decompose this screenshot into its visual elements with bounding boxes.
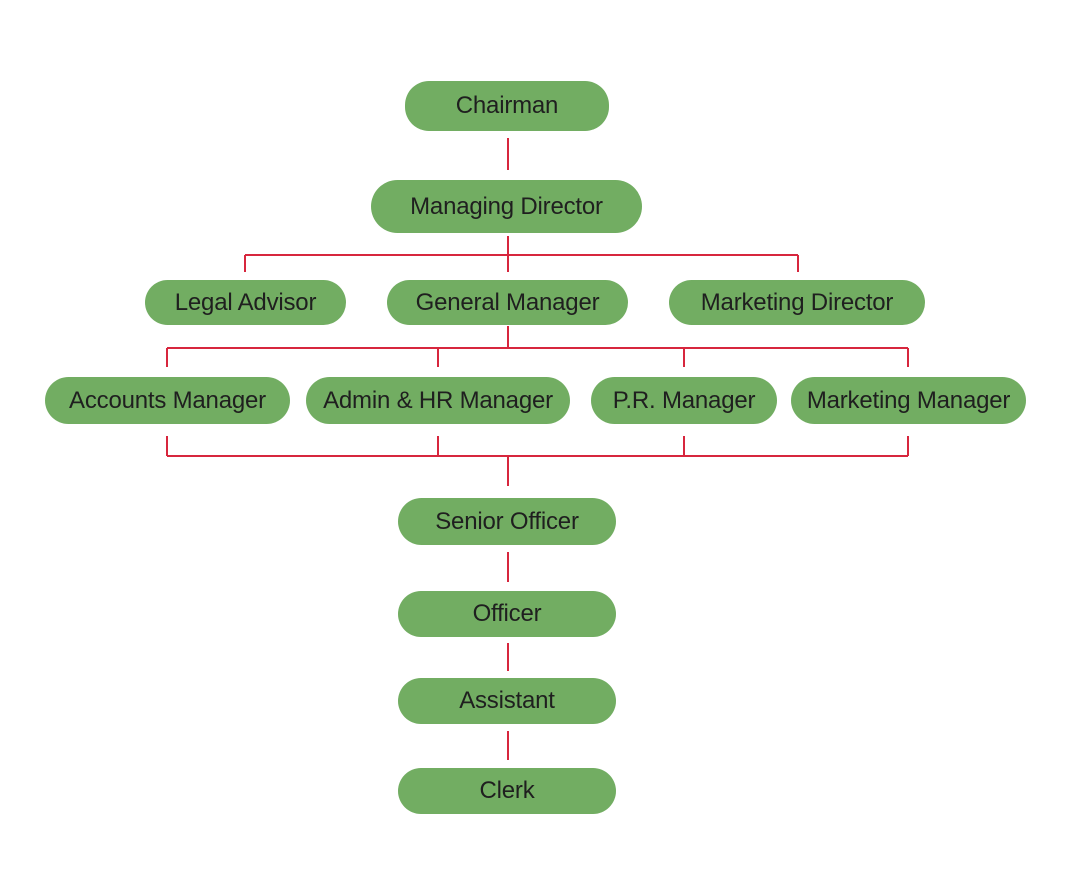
node-admin-hr-manager: Admin & HR Manager: [306, 377, 570, 424]
node-legal-advisor: Legal Advisor: [145, 280, 346, 325]
node-managing-director: Managing Director: [371, 180, 642, 233]
node-assistant: Assistant: [398, 678, 616, 724]
node-officer: Officer: [398, 591, 616, 637]
connector-group: [166, 138, 909, 760]
node-chairman: Chairman: [405, 81, 609, 131]
node-senior-officer: Senior Officer: [398, 498, 616, 545]
node-accounts-manager: Accounts Manager: [45, 377, 290, 424]
node-marketing-manager: Marketing Manager: [791, 377, 1026, 424]
node-marketing-director: Marketing Director: [669, 280, 925, 325]
node-general-manager: General Manager: [387, 280, 628, 325]
node-pr-manager: P.R. Manager: [591, 377, 777, 424]
node-clerk: Clerk: [398, 768, 616, 814]
